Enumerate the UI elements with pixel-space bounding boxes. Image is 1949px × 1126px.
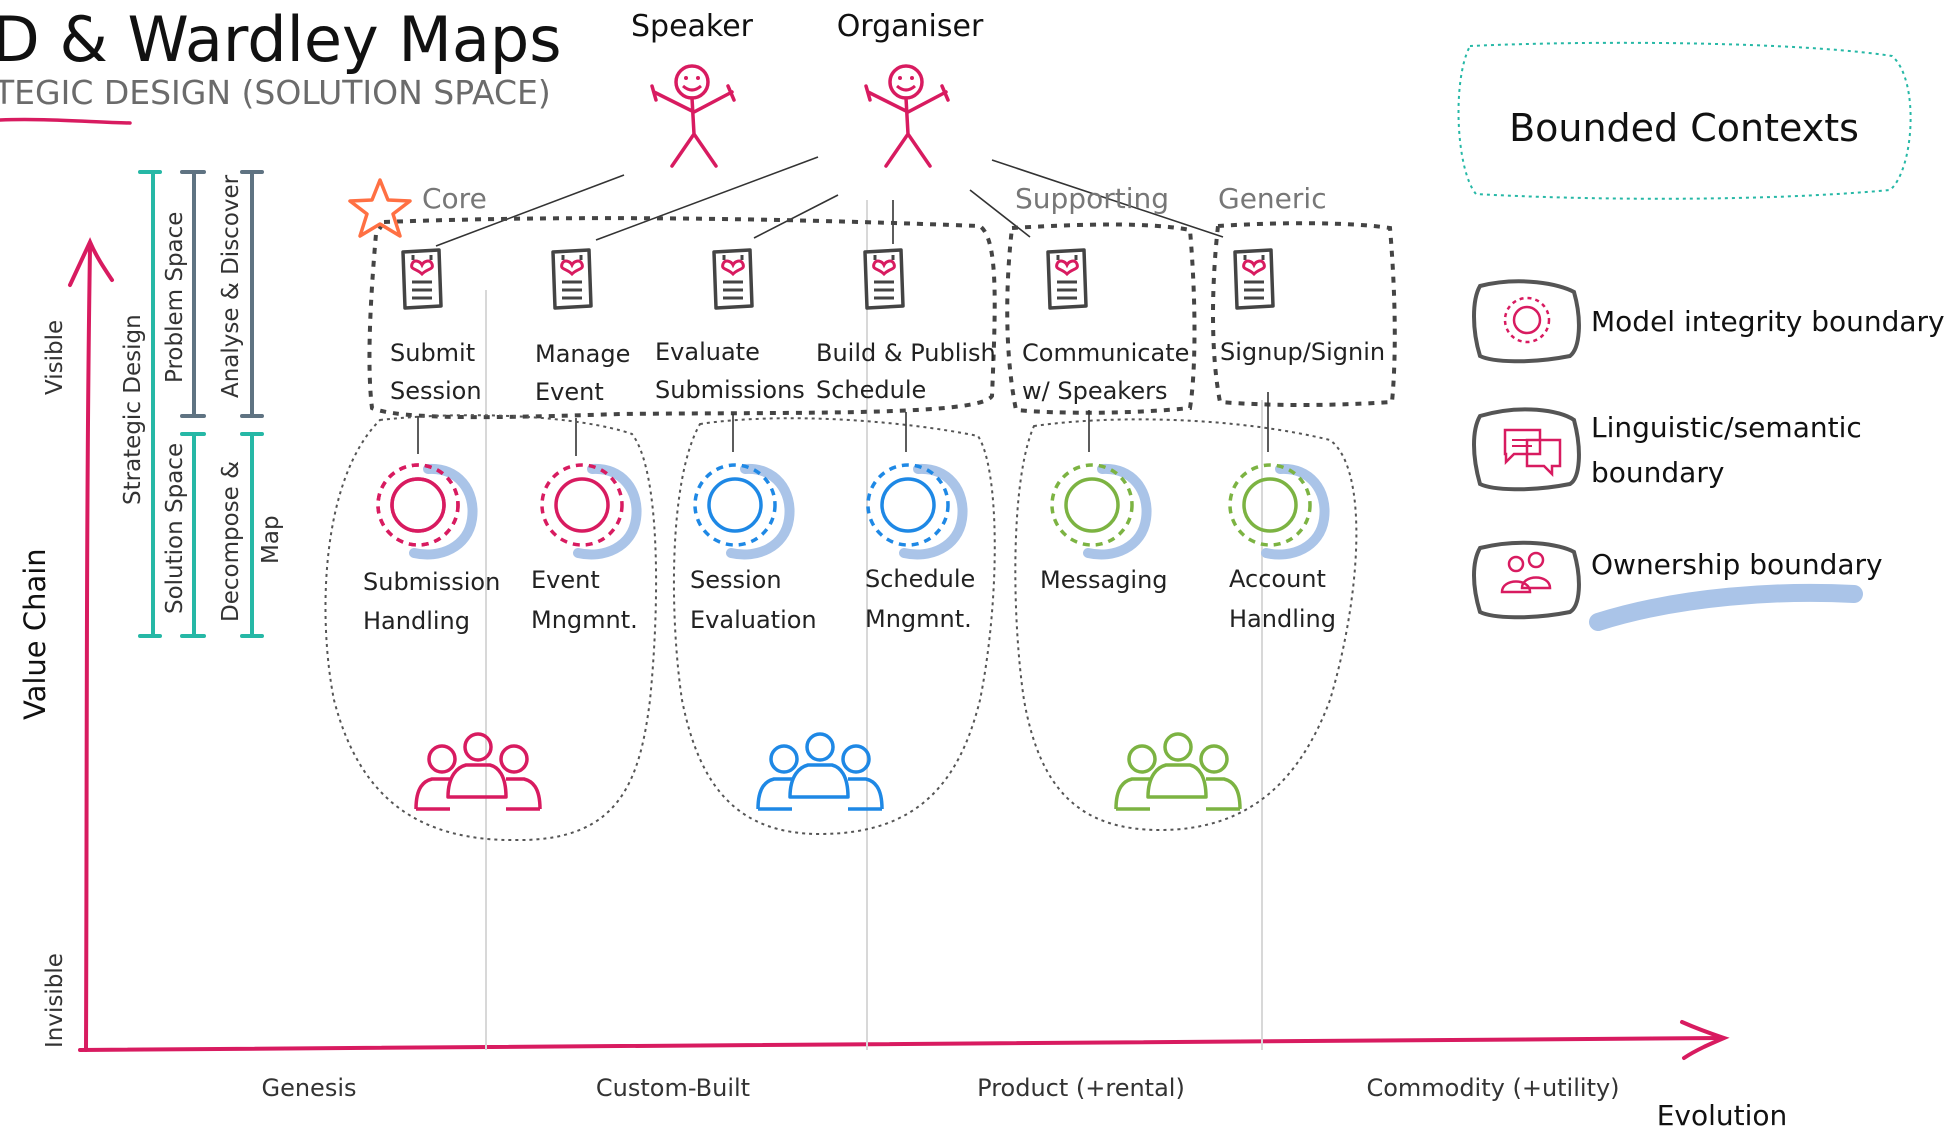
phase-brackets — [138, 170, 264, 638]
title-underline — [0, 117, 132, 125]
team-3-ownership-boundary — [1014, 418, 1358, 832]
phase-decompose-map-1: Decompose & — [218, 461, 244, 622]
organiser-stick-figure-icon — [864, 64, 950, 168]
context-circle-submission-handling — [378, 465, 473, 555]
context-2-label-line2: Mngmnt. — [531, 606, 638, 634]
team-1-people-icon — [414, 732, 542, 811]
category-supporting: Supporting — [1015, 182, 1169, 215]
legend-title: Bounded Contexts — [1509, 106, 1859, 150]
need-context-links — [417, 392, 1269, 456]
model-integrity-icon — [1472, 279, 1581, 364]
need-4-label-line2: Schedule — [816, 376, 926, 404]
need-2-label-line1: Manage — [535, 340, 630, 368]
stage-label-product: Product (+rental) — [977, 1074, 1185, 1102]
stage-label-custom-built: Custom-Built — [596, 1074, 750, 1102]
x-axis-line — [78, 1036, 1724, 1052]
context-circle-account-handling — [1230, 465, 1325, 555]
actor-need-links — [435, 156, 1224, 247]
core-group-boundary — [367, 216, 997, 420]
y-axis-invisible: Invisible — [42, 953, 68, 1048]
team-1-ownership-boundary — [324, 414, 658, 842]
need-4-document-icon — [863, 248, 905, 310]
page-title: D & Wardley Maps — [0, 3, 562, 76]
context-3-label-line2: Evaluation — [690, 606, 817, 634]
need-1-document-icon — [401, 248, 443, 310]
context-6-label-line2: Handling — [1229, 605, 1336, 633]
phase-decompose-map-2: Map — [258, 515, 284, 564]
phase-problem-space: Problem Space — [162, 212, 188, 383]
ownership-highlight-stroke — [1589, 583, 1863, 631]
legend-model-integrity-label: Model integrity boundary — [1591, 305, 1945, 338]
ownership-people-icon — [1472, 540, 1581, 620]
context-1-label-line2: Handling — [363, 607, 470, 635]
phase-strategic-design: Strategic Design — [120, 314, 146, 505]
context-circle-event-mngmnt — [542, 465, 637, 555]
need-4-label-line1: Build & Publish — [816, 339, 996, 367]
stage-label-commodity: Commodity (+utility) — [1366, 1074, 1619, 1102]
context-3-label-line1: Session — [690, 566, 782, 594]
need-2-label-line2: Event — [535, 378, 604, 406]
need-1-label-line1: Submit — [390, 339, 475, 367]
phase-analyse-discover: Analyse & Discover — [218, 174, 244, 398]
category-generic: Generic — [1218, 182, 1327, 215]
legend-linguistic-label-line2: boundary — [1591, 456, 1724, 489]
context-2-label-line1: Event — [531, 566, 600, 594]
context-circle-messaging — [1052, 465, 1147, 555]
page-subtitle: TEGIC DESIGN (SOLUTION SPACE) — [0, 73, 551, 112]
legend-linguistic-label-line1: Linguistic/semantic — [1591, 411, 1862, 444]
x-axis-arrowhead — [1680, 1020, 1730, 1060]
linguistic-speech-bubbles-icon — [1472, 407, 1581, 492]
y-axis-line — [84, 246, 92, 1052]
need-1-label-line2: Session — [390, 377, 482, 405]
context-4-label-line1: Schedule — [865, 565, 975, 593]
need-2-document-icon — [551, 248, 593, 310]
actor-speaker-label: Speaker — [631, 9, 754, 44]
core-star-icon — [348, 178, 412, 238]
need-3-label-line2: Submissions — [655, 376, 805, 404]
y-axis-title: Value Chain — [18, 548, 52, 720]
context-5-label-line1: Messaging — [1040, 566, 1168, 594]
actor-organiser-label: Organiser — [837, 9, 984, 44]
need-5-document-icon — [1046, 248, 1088, 310]
need-5-label-line1: Communicate — [1022, 339, 1189, 367]
context-6-label-line1: Account — [1229, 565, 1326, 593]
need-6-label-line1: Signup/Signin — [1220, 338, 1385, 366]
phase-solution-space: Solution Space — [162, 443, 188, 614]
y-axis-visible: Visible — [42, 320, 68, 395]
context-circle-schedule-mngmnt — [868, 465, 963, 555]
x-axis-title: Evolution — [1657, 1099, 1788, 1126]
supporting-group-boundary — [1005, 222, 1197, 415]
legend-ownership-label: Ownership boundary — [1591, 548, 1883, 581]
need-3-document-icon — [712, 248, 754, 310]
category-core: Core — [422, 182, 487, 215]
team-2-people-icon — [756, 732, 884, 811]
context-4-label-line2: Mngmnt. — [865, 605, 972, 633]
need-5-label-line2: w/ Speakers — [1022, 377, 1167, 405]
context-1-label-line1: Submission — [363, 568, 500, 596]
need-6-document-icon — [1233, 248, 1275, 310]
speaker-stick-figure-icon — [650, 64, 736, 168]
y-axis-arrowhead — [68, 237, 114, 287]
context-circle-session-evaluation — [695, 465, 790, 555]
stage-label-genesis: Genesis — [261, 1074, 356, 1102]
team-3-people-icon — [1114, 732, 1242, 811]
need-3-label-line1: Evaluate — [655, 338, 760, 366]
